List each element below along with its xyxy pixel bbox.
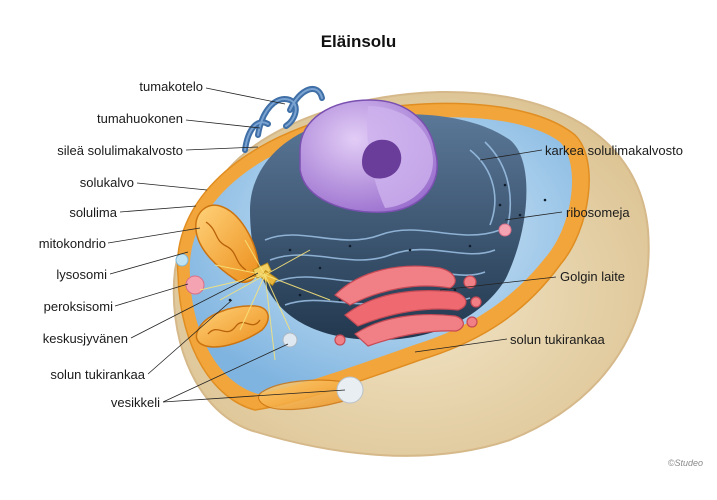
label-solun-tukirankaa-right: solun tukirankaa: [510, 332, 605, 347]
label-golgin-laite: Golgin laite: [560, 269, 625, 284]
label-solulima: solulima: [69, 205, 117, 220]
label-silea-solulimakalvosto: sileä solulimakalvosto: [57, 143, 183, 158]
credit-text: ©Studeo: [668, 458, 703, 468]
vesicle-3: [499, 224, 511, 236]
label-lysosomi: lysosomi: [56, 267, 107, 282]
label-vesikkeli: vesikkeli: [111, 395, 160, 410]
label-ribosomeja: ribosomeja: [566, 205, 630, 220]
label-tumahuokonen: tumahuokonen: [97, 111, 183, 126]
label-solun-tukirankaa-left: solun tukirankaa: [50, 367, 145, 382]
label-keskusjyvanen: keskusjyvänen: [43, 331, 128, 346]
label-solukalvo: solukalvo: [80, 175, 134, 190]
label-peroksisomi: peroksisomi: [44, 299, 113, 314]
label-mitokondrio: mitokondrio: [39, 236, 106, 251]
lysosome: [186, 276, 204, 294]
peroxisome: [176, 254, 188, 266]
label-karkea-solulimakalvosto: karkea solulimakalvosto: [545, 143, 683, 158]
label-tumakotelo: tumakotelo: [139, 79, 203, 94]
vesicle-2: [283, 333, 297, 347]
